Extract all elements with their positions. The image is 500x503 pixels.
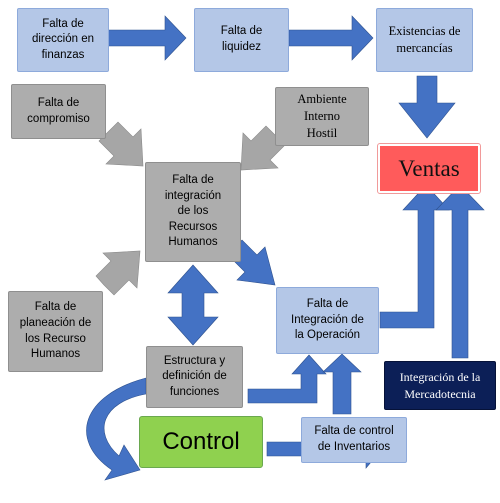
node-falta-liquidez: Falta de liquidez bbox=[194, 8, 289, 72]
node-falta-integracion-rrhh: Falta de integración de los Recursos Hum… bbox=[145, 162, 241, 262]
arrow-mercadotecnia-to-ventas bbox=[435, 184, 485, 359]
arrow-inventarios-to-operacion bbox=[322, 353, 362, 415]
node-estructura-definicion-funciones: Estructura y definición de funciones bbox=[146, 346, 243, 408]
arrow-rrhh-to-operacion bbox=[229, 239, 276, 286]
arrow-direccion-to-liquidez bbox=[107, 15, 187, 61]
node-ventas: Ventas bbox=[377, 143, 481, 194]
node-falta-direccion-finanzas: Falta de dirección en finanzas bbox=[17, 8, 109, 72]
node-falta-planeacion-rrhh: Falta de planeación de los Recurso Human… bbox=[8, 291, 103, 372]
arrow-ambiente-to-rrhh bbox=[240, 125, 286, 171]
arrow-planeacion-to-rrhh bbox=[95, 250, 141, 296]
node-control: Control bbox=[139, 416, 263, 468]
node-falta-compromiso: Falta de compromiso bbox=[11, 84, 106, 139]
arrow-estructura-to-control bbox=[86, 377, 147, 481]
arrow-compromiso-to-rrhh bbox=[98, 121, 144, 167]
arrow-estructura-to-operacion bbox=[247, 354, 327, 404]
arrow-operacion-to-ventas bbox=[379, 184, 450, 329]
arrow-rrhh-estructura-bidirectional bbox=[167, 264, 219, 346]
node-ambiente-interno-hostil: Ambiente Interno Hostil bbox=[275, 87, 369, 146]
node-falta-control-inventarios: Falta de control de Inventarios bbox=[301, 417, 407, 463]
node-existencias-mercancias: Existencias de mercancías bbox=[376, 8, 473, 72]
arrow-liquidez-to-existencias bbox=[288, 15, 374, 61]
node-integracion-mercadotecnia: Integración de la Mercadotecnia bbox=[384, 361, 496, 410]
node-falta-integracion-operacion: Falta de Integración de la Operación bbox=[276, 287, 379, 354]
arrow-existencias-to-ventas bbox=[398, 75, 456, 139]
